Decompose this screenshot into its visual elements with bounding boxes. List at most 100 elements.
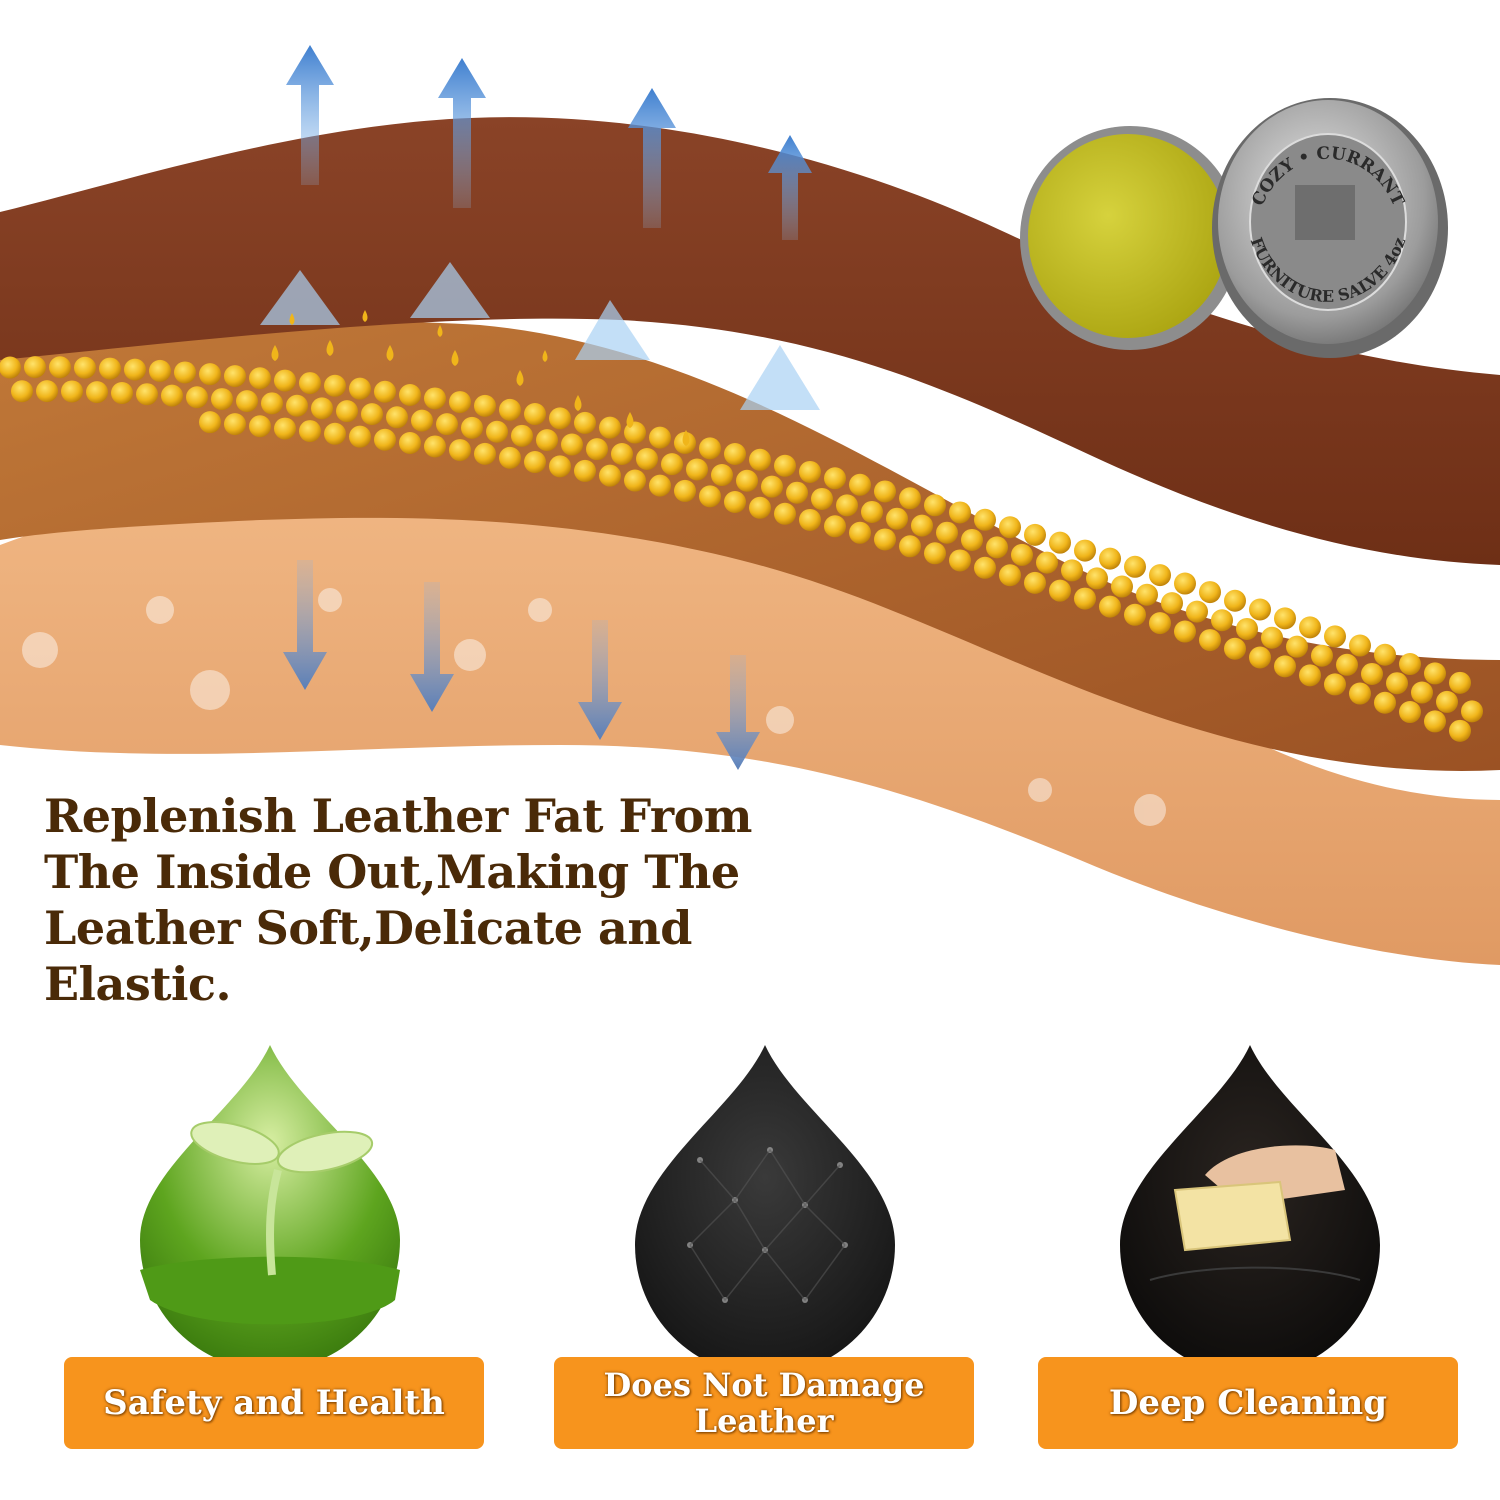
oil-bead	[1174, 620, 1196, 643]
oil-bead	[974, 508, 996, 531]
oil-bead	[324, 422, 346, 445]
oil-bead	[749, 496, 771, 519]
oil-bead	[161, 384, 183, 407]
oil-bead	[1449, 719, 1471, 742]
oil-bead	[699, 437, 721, 460]
oil-bead	[236, 390, 258, 413]
oil-bead	[461, 416, 483, 439]
oil-bead	[474, 442, 496, 465]
oil-bead	[199, 363, 221, 386]
oil-bead	[1461, 700, 1483, 723]
oil-bead	[1086, 567, 1108, 590]
oil-bead	[686, 458, 708, 481]
oil-bead	[1149, 564, 1171, 587]
oil-bead	[1386, 672, 1408, 695]
oil-bead	[1324, 673, 1346, 696]
feature-badge-deep-cleaning: Deep Cleaning	[1038, 1357, 1458, 1449]
oil-bead	[1211, 609, 1233, 632]
oil-bead	[1011, 543, 1033, 566]
headline-line-3: Leather Soft,Delicate and	[44, 901, 692, 955]
oil-bead	[874, 480, 896, 503]
oil-bead	[774, 454, 796, 477]
oil-bead	[811, 487, 833, 510]
oil-bead	[749, 448, 771, 471]
oil-bead	[1299, 664, 1321, 687]
oil-bead	[1149, 612, 1171, 635]
oil-bead	[1024, 523, 1046, 546]
oil-bead	[999, 516, 1021, 539]
oil-bead	[49, 356, 71, 379]
down-arrows	[283, 560, 760, 770]
oil-bead	[724, 442, 746, 465]
oil-bead	[1136, 583, 1158, 606]
oil-bead	[449, 391, 471, 414]
oil-bead	[499, 398, 521, 421]
oil-bead	[599, 464, 621, 487]
oil-bead	[374, 428, 396, 451]
oil-bead	[1049, 531, 1071, 554]
oil-bead	[524, 451, 546, 474]
sponge-cleaning-icon	[1120, 1045, 1380, 1375]
oil-bead	[1249, 598, 1271, 621]
oil-bead	[336, 400, 358, 423]
oil-bead	[899, 487, 921, 510]
oil-bead	[274, 369, 296, 392]
oil-bead	[136, 383, 158, 406]
feature-label: Safety and Health	[103, 1383, 445, 1423]
oil-bead	[799, 460, 821, 483]
oil-bead	[824, 467, 846, 490]
oil-bead	[1449, 671, 1471, 694]
oil-bead	[1199, 581, 1221, 604]
oil-bead	[149, 359, 171, 382]
oil-bead	[1074, 587, 1096, 610]
oil-bead	[436, 413, 458, 436]
oil-bead	[974, 556, 996, 579]
oil-bead	[299, 420, 321, 443]
oil-bead	[736, 469, 758, 492]
oil-bead	[211, 388, 233, 411]
oil-bead	[1099, 547, 1121, 570]
oil-bead	[1374, 691, 1396, 714]
oil-bead	[849, 521, 871, 544]
oil-bead	[586, 438, 608, 461]
oil-bead	[499, 446, 521, 469]
oil-bead	[1124, 603, 1146, 626]
oil-bead	[1361, 662, 1383, 685]
oil-bead	[311, 397, 333, 420]
oil-bead	[299, 372, 321, 395]
oil-bead	[199, 411, 221, 434]
oil-bead	[986, 536, 1008, 559]
oil-bead	[11, 380, 33, 403]
oil-bead	[61, 380, 83, 403]
oil-bead	[836, 494, 858, 517]
oil-bead	[124, 358, 146, 381]
oil-bead	[511, 424, 533, 447]
feature-badge-no-damage: Does Not Damage Leather	[554, 1357, 974, 1449]
tufted-leather-icon	[635, 1045, 895, 1375]
oil-bead	[424, 435, 446, 458]
oil-bead	[74, 356, 96, 379]
oil-bead	[1424, 710, 1446, 733]
oil-bead	[711, 464, 733, 487]
oil-bead	[1061, 559, 1083, 582]
oil-bead	[224, 413, 246, 436]
oil-beads	[0, 356, 1483, 742]
oil-bead	[1261, 626, 1283, 649]
oil-bead	[1224, 637, 1246, 660]
oil-bead	[636, 447, 658, 470]
oil-bead	[449, 439, 471, 462]
oil-bead	[949, 501, 971, 524]
oil-bead	[799, 508, 821, 531]
feature-label: Deep Cleaning	[1108, 1383, 1388, 1423]
oil-bead	[474, 394, 496, 417]
oil-bead	[874, 528, 896, 551]
feature-label: Does Not Damage	[603, 1366, 925, 1404]
oil-bead	[949, 549, 971, 572]
oil-bead	[1336, 653, 1358, 676]
oil-bead	[1186, 600, 1208, 623]
oil-bead	[649, 474, 671, 497]
leather-layer-bottom	[0, 460, 1500, 965]
oil-bead	[24, 356, 46, 379]
oil-bead	[486, 420, 508, 443]
